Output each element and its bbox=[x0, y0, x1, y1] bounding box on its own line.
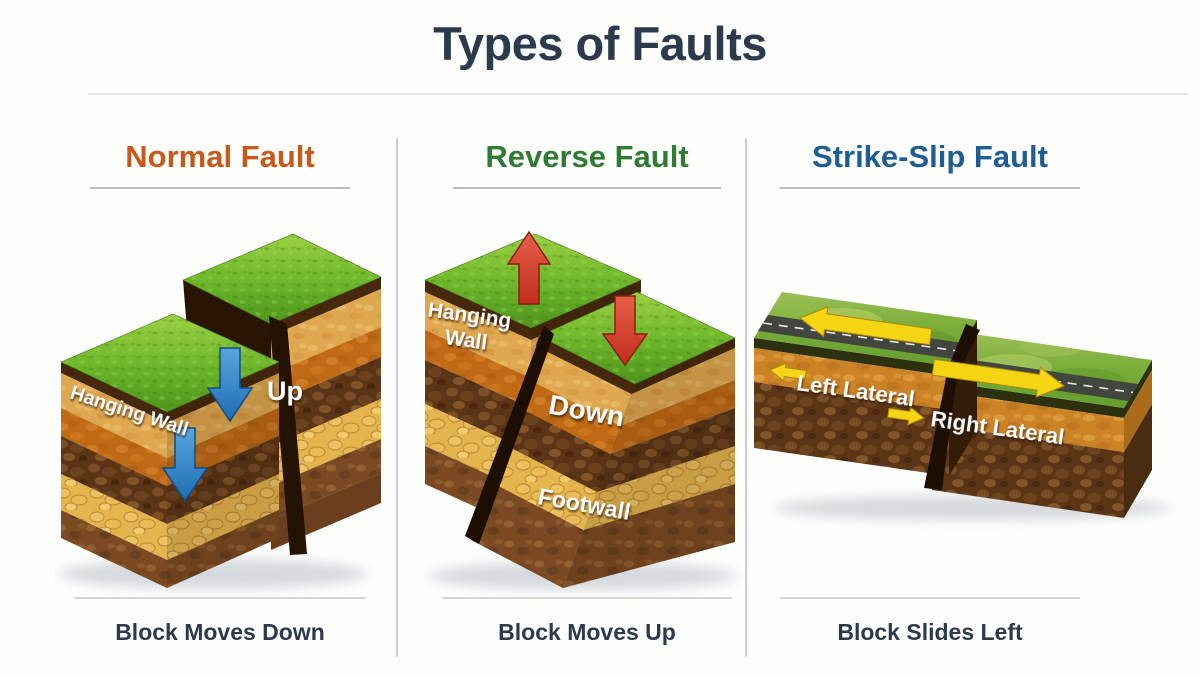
strike-slip-caption: Block Slides Left bbox=[837, 619, 1023, 645]
reverse-fault-diagram: HangingWall Down Footwall bbox=[423, 230, 738, 590]
normal-fault-diagram: Hanging Wall Up bbox=[58, 233, 382, 589]
up-label: Up bbox=[267, 376, 303, 406]
page-title: Types of Faults bbox=[433, 17, 767, 70]
fault-crack bbox=[924, 324, 980, 490]
reverse-fault-heading: Reverse Fault bbox=[485, 139, 689, 174]
column-divider-1 bbox=[396, 138, 398, 657]
hanging-wall-label: HangingWall bbox=[423, 298, 513, 357]
caption-divider bbox=[74, 597, 366, 599]
fault-crack bbox=[465, 326, 554, 544]
strike-slip-caption-block: Block Slides Left bbox=[770, 597, 1090, 646]
strike-slip-heading-block: Strike-Slip Fault bbox=[770, 139, 1090, 189]
yellow-left-arrow bbox=[799, 306, 933, 346]
red-down-arrow bbox=[601, 295, 649, 367]
title-divider bbox=[88, 93, 1188, 95]
strike-slip-heading: Strike-Slip Fault bbox=[812, 139, 1048, 174]
normal-hanging-wall-block bbox=[60, 313, 280, 588]
reverse-fault-caption: Block Moves Up bbox=[498, 619, 676, 645]
normal-fault-caption-block: Block Moves Down bbox=[40, 597, 400, 646]
reverse-heading-underline bbox=[453, 187, 721, 189]
small-left-arrow bbox=[769, 362, 807, 382]
caption-divider bbox=[442, 597, 732, 599]
column-divider-2 bbox=[745, 138, 747, 657]
reverse-fault-heading-block: Reverse Fault bbox=[432, 139, 742, 189]
strike-heading-underline bbox=[780, 187, 1080, 189]
normal-fault-caption: Block Moves Down bbox=[115, 619, 325, 645]
reverse-fault-caption-block: Block Moves Up bbox=[432, 597, 742, 646]
caption-divider bbox=[780, 597, 1080, 599]
blue-down-arrow-lower bbox=[161, 427, 209, 503]
red-up-arrow bbox=[506, 230, 552, 305]
strike-slip-fault-diagram: Left Lateral Right Lateral bbox=[754, 292, 1172, 520]
small-right-arrow bbox=[887, 406, 925, 426]
blue-down-arrow-upper bbox=[206, 347, 254, 423]
normal-heading-underline bbox=[90, 187, 350, 189]
normal-fault-heading-block: Normal Fault bbox=[40, 139, 400, 189]
yellow-right-arrow bbox=[931, 358, 1065, 398]
normal-fault-heading: Normal Fault bbox=[125, 139, 315, 174]
